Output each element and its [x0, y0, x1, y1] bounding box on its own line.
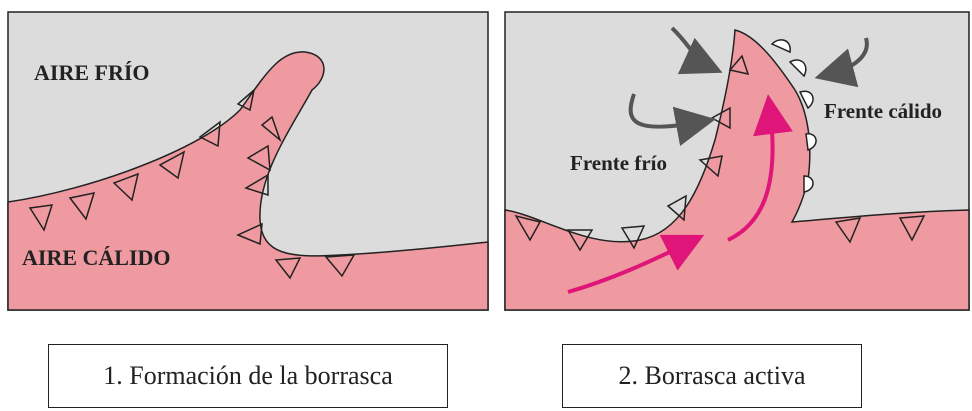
- caption-formation: 1. Formación de la borrasca: [48, 344, 448, 408]
- caption-active-text: 2. Borrasca activa: [619, 361, 806, 391]
- cold-air-label: AIRE FRÍO: [34, 60, 150, 85]
- caption-active: 2. Borrasca activa: [562, 344, 862, 408]
- caption-formation-text: 1. Formación de la borrasca: [103, 361, 393, 391]
- panel-active: Frente frío Frente cálido: [505, 12, 969, 310]
- warm-front-label: Frente cálido: [824, 99, 942, 123]
- cold-front-label: Frente frío: [570, 151, 667, 175]
- warm-air-label: AIRE CÁLIDO: [22, 245, 171, 270]
- panel-formation: AIRE FRÍO AIRE CÁLIDO: [8, 12, 488, 310]
